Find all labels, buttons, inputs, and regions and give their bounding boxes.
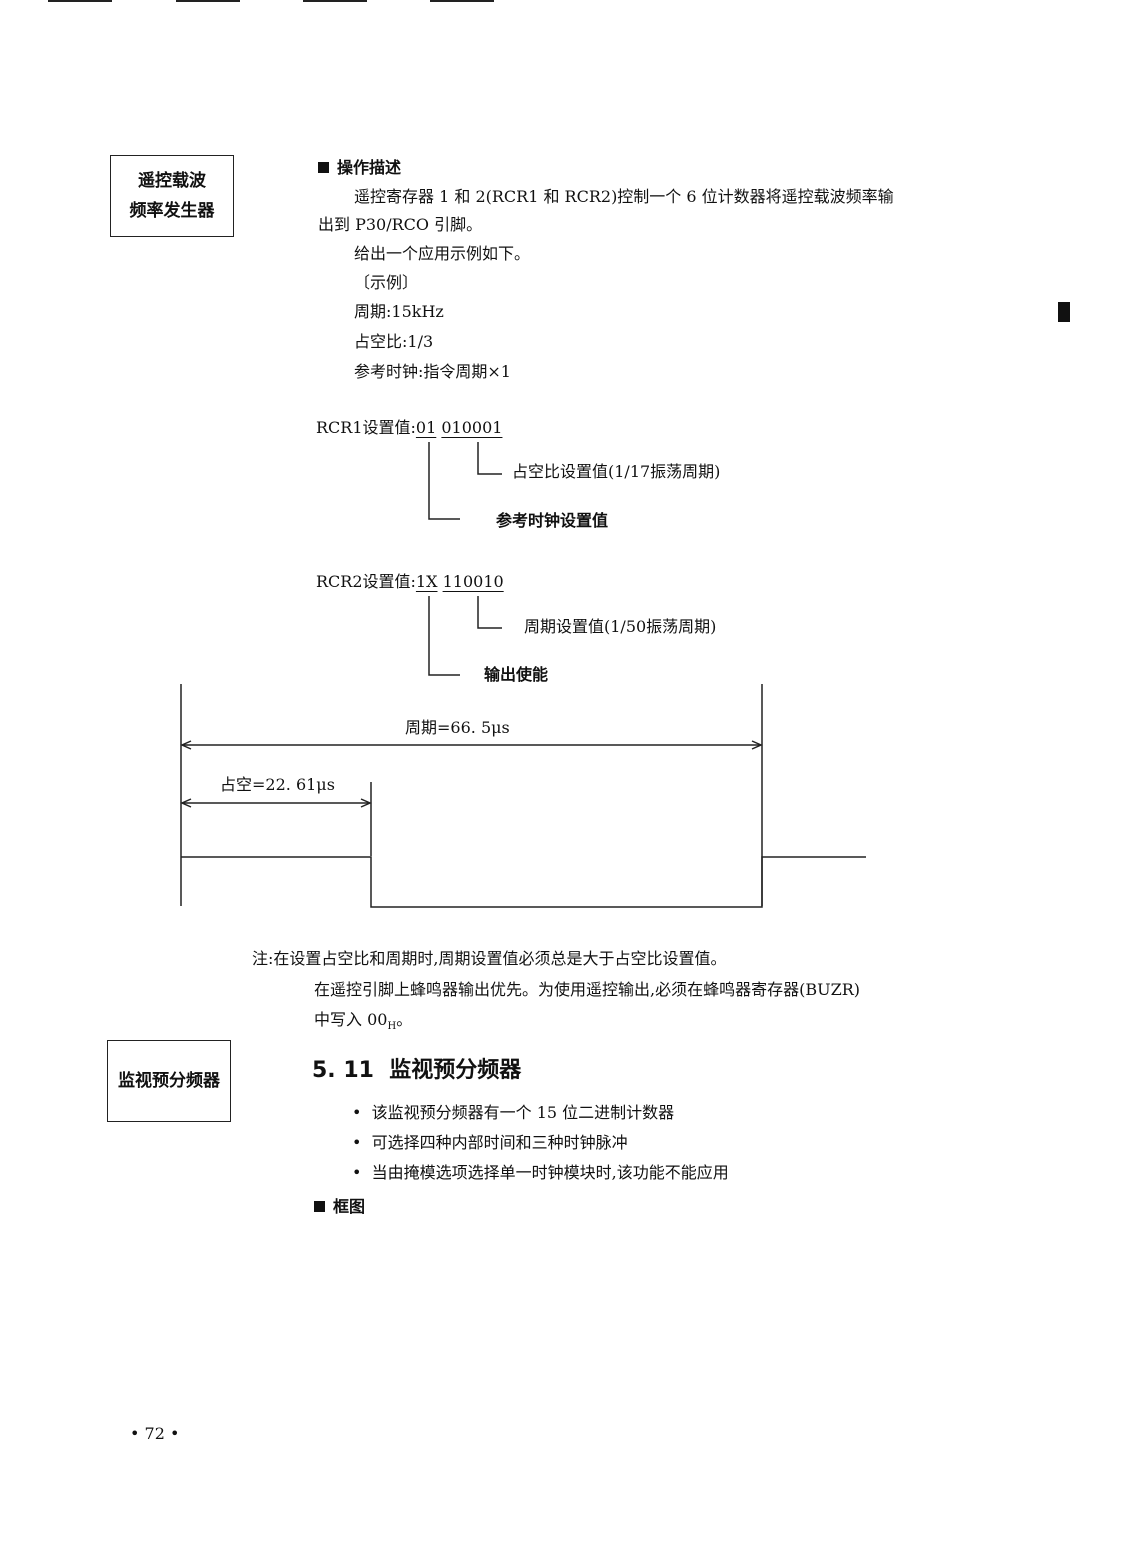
note-line-3-sub: H <box>387 1021 397 1033</box>
sidebar-topic-box-prescaler: 监视预分频器 <box>107 1040 231 1122</box>
rcr2-bracket-b <box>477 596 502 629</box>
sidebar-box-line-1: 遥控载波 <box>138 171 206 191</box>
section-number: 5. 11 <box>312 1058 374 1083</box>
thumb-tab-marker <box>1058 302 1070 322</box>
para1-line2: 出到 P30/RCO 引脚。 <box>318 215 483 234</box>
rcr2-annot-period: 周期设置值(1/50振荡周期) <box>524 617 717 636</box>
waveform-signal <box>181 856 866 908</box>
para2: 给出一个应用示例如下。 <box>354 244 531 263</box>
section-title-text: 监视预分频器 <box>389 1058 522 1083</box>
rcr1-bits-a: 01 <box>415 418 437 437</box>
bullet-item: • 可选择四种内部时间和三种时钟脉冲 <box>352 1133 628 1153</box>
rcr2-bits-a: 1X <box>415 572 438 591</box>
operation-heading: 操作描述 <box>318 154 401 178</box>
note-line-1: 注:在设置占空比和周期时,周期设置值必须总是大于占空比设置值。 <box>252 949 727 968</box>
dot-bullet-icon: • <box>352 1133 362 1152</box>
header-rule-2 <box>176 0 240 2</box>
rcr1-setting: RCR1设置值:01 010001 <box>316 418 502 438</box>
bullet-text: 可选择四种内部时间和三种时钟脉冲 <box>371 1133 628 1152</box>
example-duty: 占空比:1/3 <box>354 332 434 351</box>
block-diagram-heading-text: 框图 <box>333 1197 366 1216</box>
rcr1-bracket-a <box>428 442 460 520</box>
header-rule-3 <box>303 0 367 2</box>
bullet-text: 当由掩模选项选择单一时钟模块时,该功能不能应用 <box>371 1163 729 1182</box>
dot-bullet-icon: • <box>352 1163 362 1182</box>
rcr2-annot-enable: 输出使能 <box>484 665 549 684</box>
page-number: • 72 • <box>130 1424 180 1443</box>
block-diagram-heading: 框图 <box>314 1193 365 1217</box>
example-ref-clock: 参考时钟:指令周期×1 <box>354 362 511 381</box>
note-line-3: 中写入 00H。 <box>314 1010 412 1037</box>
rcr1-bits-b: 010001 <box>441 418 503 437</box>
operation-heading-text: 操作描述 <box>337 158 402 177</box>
bullet-text: 该监视预分频器有一个 15 位二进制计数器 <box>371 1103 675 1122</box>
para1-line1: 遥控寄存器 1 和 2(RCR1 和 RCR2)控制一个 6 位计数器将遥控载波… <box>354 187 894 206</box>
waveform-period-label: 周期=66. 5μs <box>405 718 510 737</box>
header-rule-4 <box>430 0 494 2</box>
header-rule-1 <box>48 0 112 2</box>
example-period: 周期:15kHz <box>354 302 444 321</box>
rcr1-label: RCR1设置值: <box>316 418 416 437</box>
dot-bullet-icon: • <box>352 1103 362 1122</box>
period-arrow-right <box>751 740 763 750</box>
period-arrow-left <box>180 740 192 750</box>
bullet-item: • 当由掩模选项选择单一时钟模块时,该功能不能应用 <box>352 1163 729 1183</box>
rcr2-setting: RCR2设置值:1X 110010 <box>316 572 504 592</box>
note-line-3-suffix: 。 <box>396 1010 413 1029</box>
example-label: 〔示例〕 <box>354 273 419 292</box>
rcr1-annot-duty: 占空比设置值(1/17振荡周期) <box>512 462 721 481</box>
square-bullet-icon <box>314 1201 325 1212</box>
sidebar-box-line-2: 频率发生器 <box>129 201 215 221</box>
section-title: 5. 11 监视预分频器 <box>312 1052 521 1084</box>
rcr1-annot-refclock: 参考时钟设置值 <box>496 511 609 530</box>
note-line-3-prefix: 中写入 00 <box>314 1010 388 1029</box>
note-line-2: 在遥控引脚上蜂鸣器输出优先。为使用遥控输出,必须在蜂鸣器寄存器(BUZR) <box>314 980 860 999</box>
sidebar-topic-box-carrier: 遥控载波 频率发生器 <box>110 155 234 237</box>
duty-arrow-left <box>180 798 192 808</box>
square-bullet-icon <box>318 162 329 173</box>
sidebar-box-label: 监视预分频器 <box>118 1071 220 1091</box>
rcr2-bracket-a <box>428 596 460 676</box>
waveform-duty-label: 占空=22. 61μs <box>220 775 335 794</box>
duty-arrow-right <box>360 798 372 808</box>
rcr2-label: RCR2设置值: <box>316 572 416 591</box>
rcr2-bits-b: 110010 <box>442 572 504 591</box>
bullet-item: • 该监视预分频器有一个 15 位二进制计数器 <box>352 1103 674 1123</box>
rcr1-bracket-b <box>477 442 502 475</box>
